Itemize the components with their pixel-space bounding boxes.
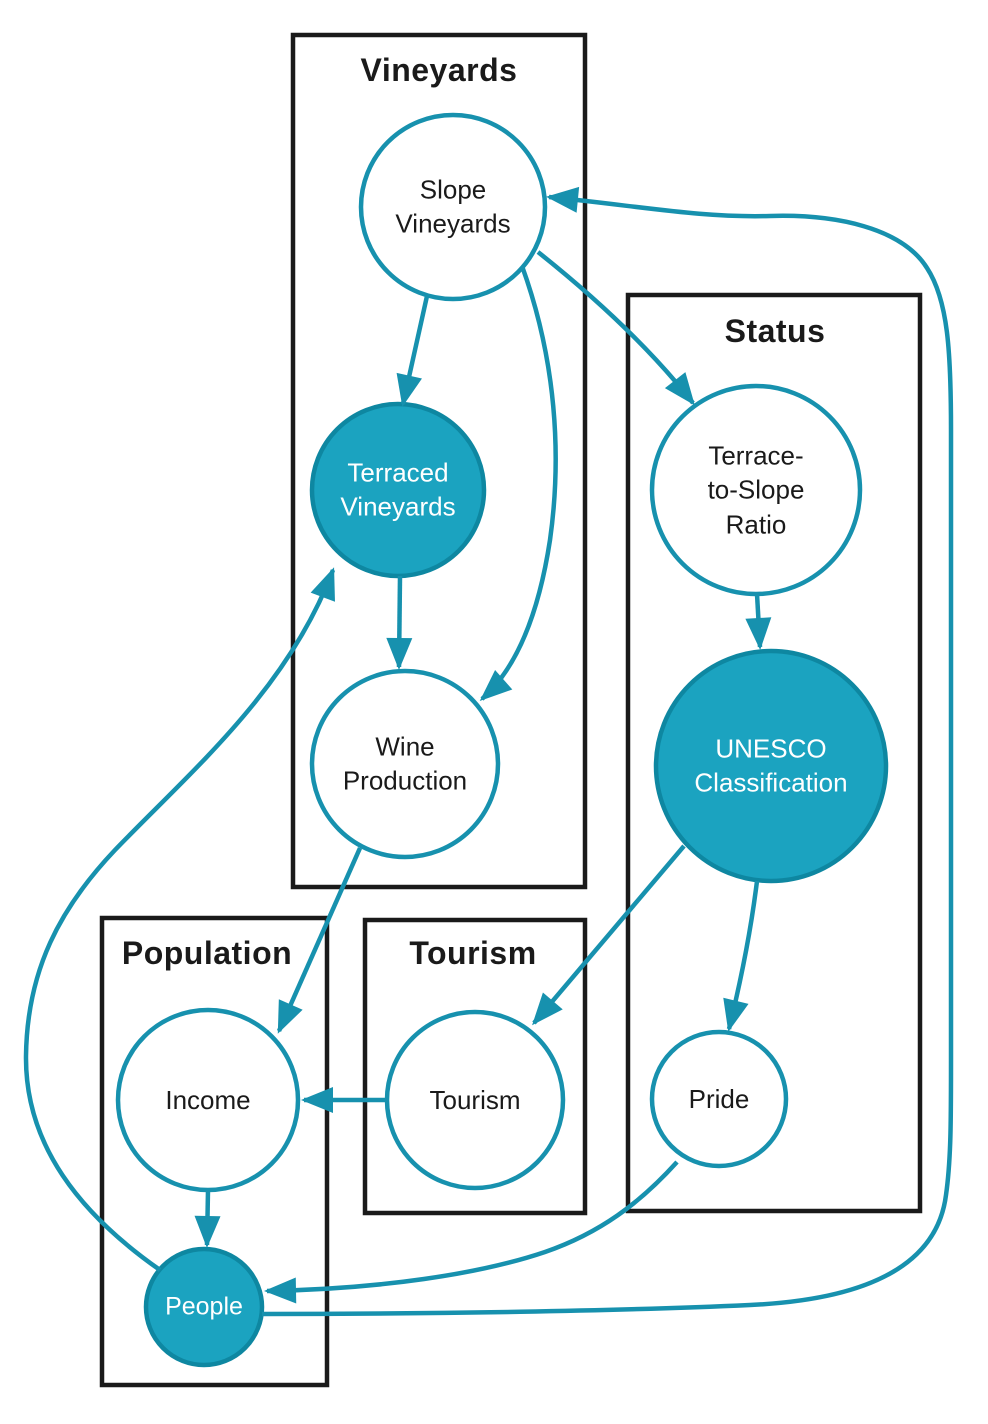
group-box-status: [625, 292, 923, 1214]
node-label-wine-production: Wine Production: [315, 730, 495, 799]
node-label-line: Terrace-: [708, 440, 804, 471]
node-label-line: to-Slope: [707, 474, 805, 505]
group-title-status: Status: [724, 313, 826, 349]
node-label-line: Wine: [375, 731, 435, 762]
node-wine-production: [309, 668, 501, 860]
node-pride: [649, 1029, 789, 1169]
group-box-tourism: [362, 917, 588, 1216]
edge-people-to-slope-vineyards: [261, 186, 954, 1317]
node-slope-vineyards: [358, 112, 548, 302]
node-label-line: Income: [165, 1084, 251, 1115]
node-label-terrace-to-slope-ratio: Terrace- to-Slope Ratio: [666, 439, 846, 542]
edge-pride-to-people: [264, 1160, 679, 1304]
group-title-vineyards: Vineyards: [360, 52, 518, 88]
node-label-line: UNESCO: [715, 733, 827, 764]
edge-terrace-to-slope-ratio-to-unesco-classification: [745, 593, 772, 650]
node-tourism: [384, 1009, 566, 1191]
node-label-line: Classification: [694, 768, 848, 798]
edge-slope-vineyards-to-wine-production: [479, 265, 558, 701]
node-people: [143, 1246, 265, 1368]
node-label-tourism: Tourism: [400, 1083, 550, 1117]
node-label-pride: Pride: [659, 1082, 779, 1116]
edge-terraced-vineyards-to-wine-production: [386, 575, 413, 670]
node-label-line: Terraced: [347, 457, 449, 488]
node-label-line: Slope: [419, 174, 487, 205]
group-box-population: [99, 915, 330, 1388]
node-label-line: Pride: [688, 1083, 750, 1114]
node-label-line: Ratio: [725, 509, 787, 540]
edge-unesco-classification-to-tourism: [532, 844, 686, 1026]
node-label-people: People: [149, 1291, 259, 1324]
node-terrace-to-slope-ratio: [649, 383, 863, 597]
edge-wine-production-to-income: [276, 847, 363, 1034]
node-label-line: People: [165, 1292, 243, 1321]
node-label-income: Income: [133, 1083, 283, 1117]
edge-slope-vineyards-to-terrace-to-slope-ratio: [536, 250, 695, 406]
node-label-line: Vineyards: [340, 492, 456, 522]
node-label-line: Vineyards: [395, 209, 511, 239]
node-label-unesco-classification: UNESCO Classification: [656, 732, 886, 801]
node-label-terraced-vineyards: Terraced Vineyards: [313, 456, 483, 525]
node-label-slope-vineyards: Slope Vineyards: [368, 173, 538, 242]
edge-slope-vineyards-to-terraced-vineyards: [396, 295, 430, 407]
edge-people-to-terraced-vineyards: [23, 567, 336, 1272]
edge-unesco-classification-to-pride: [723, 880, 760, 1032]
node-unesco-classification: [653, 648, 889, 884]
group-title-tourism: Tourism: [409, 935, 537, 971]
node-label-line: Production: [342, 766, 468, 796]
group-title-population: Population: [121, 935, 293, 971]
node-label-line: Tourism: [429, 1084, 521, 1115]
edge-income-to-people: [194, 1189, 221, 1248]
group-box-vineyards: [290, 32, 588, 890]
